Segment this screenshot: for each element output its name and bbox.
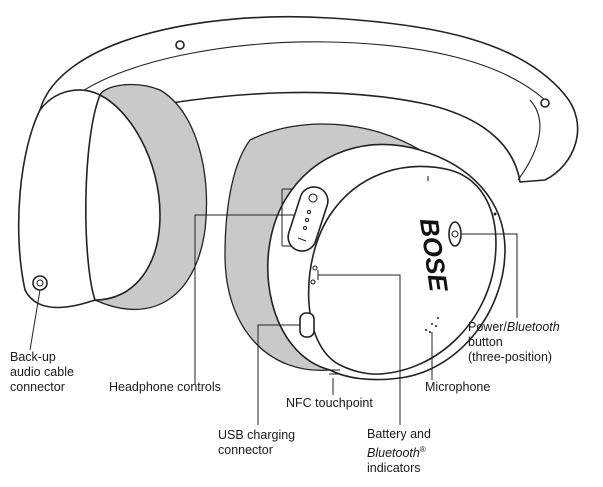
label-usb-charging-connector: USB charging connector [218,428,296,457]
label-headphone-controls: Headphone controls [109,380,221,394]
leader-lines [29,188,518,425]
microphone-grille [425,317,439,333]
headband [39,15,579,183]
label-power-bluetooth-button: Power/Bluetooth button (three-position) [468,320,560,364]
label-nfc-touchpoint: NFC touchpoint [286,396,373,410]
left-earcup [17,83,208,310]
right-earcup [224,123,506,381]
label-backup-audio-cable-connector: Back-up audio cable connector [10,350,74,394]
label-battery-bluetooth-indicators: Battery and Bluetooth® indicators [367,427,431,476]
label-microphone: Microphone [425,380,491,394]
